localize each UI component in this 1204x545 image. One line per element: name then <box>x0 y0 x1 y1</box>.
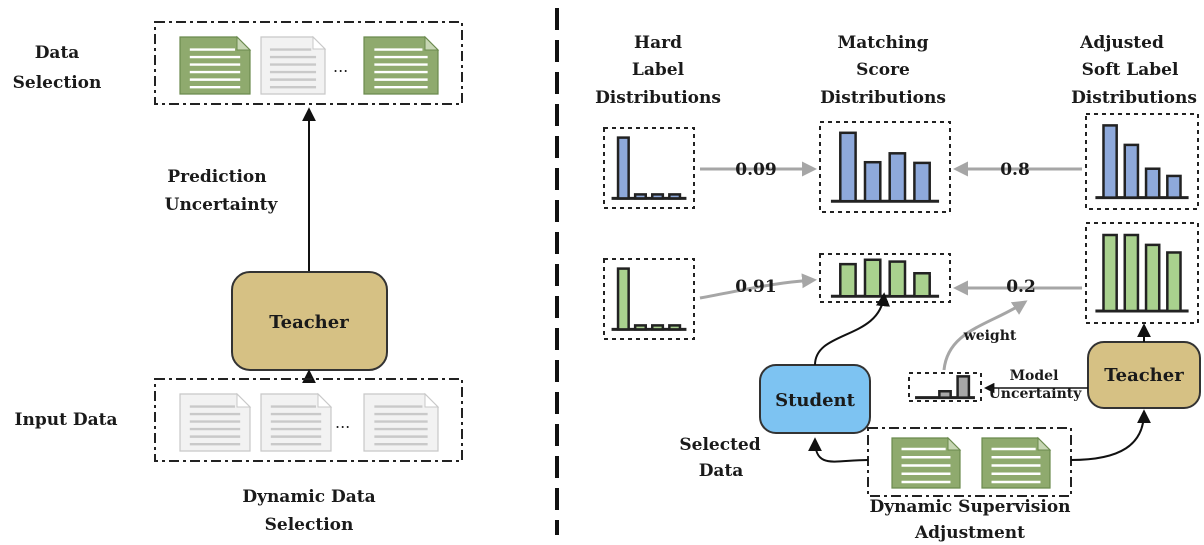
adjusted-soft-title-1: Adjusted <box>1079 33 1164 53</box>
input-doc-3 <box>363 392 440 452</box>
hard-label-box-bottom <box>603 258 695 340</box>
teacher-label-left: Teacher <box>269 312 349 333</box>
weight-value-top-left: 0.09 <box>735 160 776 180</box>
histogram-bar <box>650 324 665 331</box>
weight-value-top-right: 0.8 <box>1000 160 1030 180</box>
matching-score-box-top <box>819 121 951 213</box>
right-caption-2: Adjustment <box>914 523 1025 543</box>
matching-score-title-3: Distributions <box>820 88 946 108</box>
document-icon <box>363 35 440 95</box>
hard-label-title-3: Distributions <box>595 88 721 108</box>
document-icon <box>981 436 1052 489</box>
weight-value-bottom-right: 0.2 <box>1006 277 1036 297</box>
selected-doc-3 <box>363 35 440 95</box>
histogram-bar <box>1102 233 1118 313</box>
supervision-doc-1 <box>891 436 962 489</box>
selected-data-label-2: Data <box>699 461 744 481</box>
matching-score-title-1: Matching <box>837 33 928 53</box>
student-label: Student <box>775 390 856 411</box>
uncertainty-box <box>908 372 982 402</box>
selected-doc-1 <box>179 35 252 95</box>
histogram-bar <box>913 161 931 203</box>
selected-data-box <box>154 21 463 105</box>
adjusted-soft-box-bottom <box>1085 222 1199 324</box>
hard-label-histogram-blue <box>611 136 687 200</box>
adjusted-soft-title-2: Soft Label <box>1082 60 1179 80</box>
histogram-bar <box>863 160 882 203</box>
weight-label: weight <box>963 328 1017 344</box>
histogram-bar <box>913 272 931 298</box>
histogram-bar <box>888 260 907 298</box>
histogram-bar <box>1123 233 1140 313</box>
histogram-bar <box>1166 174 1182 199</box>
bar-histogram-icon <box>915 375 975 400</box>
histogram-bar <box>1144 167 1161 199</box>
weight-arrow-bottom-left <box>699 273 817 300</box>
hard-label-title-2: Label <box>632 60 685 80</box>
data-to-student-arrow <box>808 437 869 463</box>
histogram-bar <box>1123 143 1140 199</box>
input-doc-1 <box>179 392 252 452</box>
weight-value-bottom-left: 0.91 <box>735 277 776 297</box>
hard-label-histogram-green <box>611 267 687 331</box>
selected-doc-2 <box>260 35 327 95</box>
teacher-label-right: Teacher <box>1104 365 1184 386</box>
histogram-bar <box>888 152 907 203</box>
weight-curve-arrow <box>942 300 1028 371</box>
hard-label-title-1: Hard <box>634 33 682 53</box>
supervision-doc-2 <box>981 436 1052 489</box>
student-to-matching-arrow <box>814 292 890 366</box>
document-icon <box>891 436 962 489</box>
histogram-bar <box>668 193 682 200</box>
prediction-uncertainty-label-1: Prediction <box>167 167 266 187</box>
histogram-bar <box>956 375 971 399</box>
model-uncertainty-label-2: Uncertainty <box>989 386 1083 402</box>
histogram-bar <box>1144 243 1161 313</box>
adjusted-soft-title-3: Distributions <box>1071 88 1197 108</box>
document-icon <box>260 392 333 452</box>
data-selection-label-2: Selection <box>13 73 102 93</box>
document-icon <box>179 35 252 95</box>
input-data-label: Input Data <box>15 410 118 430</box>
prediction-uncertainty-label-2: Uncertainty <box>165 195 279 215</box>
histogram-bar <box>650 193 665 200</box>
matching-score-histogram-blue <box>830 131 940 203</box>
ellipsis: ... <box>335 413 350 432</box>
model-uncertainty-label-1: Model <box>1010 368 1059 384</box>
histogram-bar <box>633 193 648 200</box>
histogram-bar <box>839 131 857 203</box>
document-icon <box>179 392 252 452</box>
histogram-bar <box>1166 251 1182 313</box>
right-caption-1: Dynamic Supervision <box>869 497 1070 517</box>
matching-score-histogram-green <box>830 258 940 298</box>
right-panel: Hard Label Distributions Matching Score … <box>595 33 1201 543</box>
adjusted-soft-box-top <box>1085 113 1199 210</box>
histogram-bar <box>839 262 857 298</box>
hard-label-box-top <box>603 127 695 209</box>
document-icon <box>363 392 440 452</box>
data-selection-label-1: Data <box>35 43 80 63</box>
selected-data-label-1: Selected <box>679 435 760 455</box>
adjusted-soft-histogram-green <box>1095 233 1189 313</box>
histogram-bar <box>633 324 648 331</box>
supervision-data-box <box>867 427 1072 497</box>
input-doc-2 <box>260 392 333 452</box>
left-panel: Data Selection ... Prediction Uncertaint… <box>13 21 463 535</box>
matching-score-title-2: Score <box>856 60 910 80</box>
histogram-bar <box>863 258 882 298</box>
histogram-bar <box>938 390 952 399</box>
histogram-bar <box>616 267 630 331</box>
histogram-bar <box>1102 124 1118 199</box>
left-caption-2: Selection <box>265 515 354 535</box>
data-to-teacher-arrow <box>1070 409 1151 461</box>
input-data-box <box>154 378 463 462</box>
histogram-bar <box>616 136 630 200</box>
left-caption-1: Dynamic Data <box>242 487 375 507</box>
ellipsis: ... <box>333 57 348 76</box>
document-icon <box>260 35 327 95</box>
histogram-bar <box>668 324 682 331</box>
adjusted-soft-histogram-blue <box>1095 124 1189 200</box>
